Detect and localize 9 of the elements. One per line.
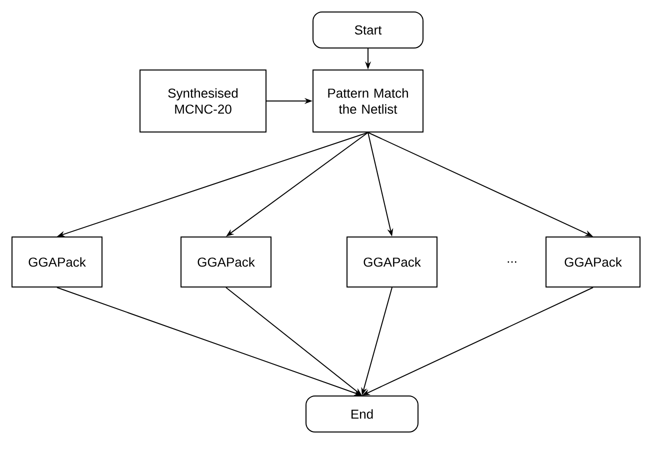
- process-box: GGAPack: [180, 236, 272, 288]
- process-box: GGAPack: [12, 236, 102, 288]
- end-terminal: End: [306, 396, 418, 432]
- process-box: GGAPack: [546, 236, 640, 288]
- start-terminal: Start: [312, 12, 424, 48]
- ellipsis-text: ...: [508, 261, 516, 263]
- process-box: GGAPack: [346, 236, 438, 288]
- process-box: Pattern Match the Netlist: [312, 70, 424, 132]
- process-box: Synthesised MCNC-20: [140, 70, 266, 132]
